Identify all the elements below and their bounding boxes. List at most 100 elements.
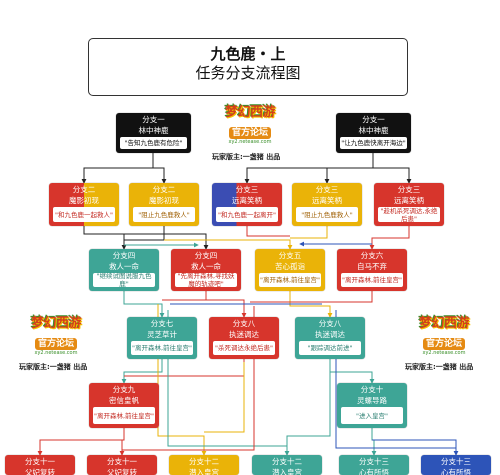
branch-label: 分支三 — [235, 185, 259, 194]
branch-name: 潜入皇宫 — [272, 468, 302, 475]
branch-node: 分支二 魔影初现 "和九色鹿一起救人" — [49, 183, 119, 226]
credit-text: 玩家版主:一盏猪 出品 — [212, 153, 281, 161]
branch-name: 心有所悟 — [359, 468, 389, 475]
branch-name: 远离笑柄 — [232, 196, 262, 205]
diagram-title: 九色鹿・上 — [210, 45, 286, 63]
branch-node: 分支十一 父妃复转 — [87, 455, 157, 475]
branch-choice: "趁机杀死调达,永绝后患" — [378, 207, 440, 223]
branch-label: 分支三 — [315, 185, 339, 194]
branch-node: 分支一 林中神鹿 "让九色鹿快离开海边" — [336, 113, 411, 153]
logo-sub-text: 官方论坛 — [228, 127, 271, 139]
branch-node: 分支九 密信皇帆 "离开森林,前往皇宫" — [89, 383, 159, 428]
diagram-subtitle: 任务分支流程图 — [195, 64, 301, 82]
branch-label: 分支十 — [360, 385, 384, 394]
branch-label: 分支十三 — [359, 457, 389, 466]
branch-name: 潜入皇宫 — [189, 468, 219, 475]
branch-node: 分支五 苦心孤诣 "离开森林,前往皇宫" — [255, 249, 325, 291]
branch-label: 分支二 — [72, 185, 96, 194]
branch-name: 父妃复转 — [25, 468, 55, 475]
branch-choice: "阻止九色鹿救人" — [296, 207, 358, 222]
branch-choice: "先离开森林,寻找妖魔的轨迹吧" — [175, 272, 237, 288]
branch-node: 分支十 灵螺导路 "进入皇宫" — [337, 383, 407, 428]
branch-label: 分支八 — [232, 319, 256, 328]
branch-name: 远离笑柄 — [312, 196, 342, 205]
logo-sub-text: 官方论坛 — [34, 338, 77, 350]
credit-text: 玩家版主:一盏猪 出品 — [19, 363, 88, 371]
branch-name: 远离笑柄 — [394, 196, 424, 205]
branch-name: 灵螺导路 — [357, 396, 387, 405]
branch-node: 分支一 林中神鹿 "告知九色鹿有危险" — [116, 113, 191, 153]
branch-name: 苦心孤诣 — [275, 262, 305, 271]
logo-url-text: xy2.netease.com — [228, 139, 272, 145]
branch-name: 父妃复转 — [107, 468, 137, 475]
forum-logo: 梦幻西游 官方论坛 xy2.netease.com — [402, 316, 486, 366]
branch-choice: "杀死调达永绝后患" — [213, 341, 275, 355]
branch-node: 分支十三 心有所悟 — [339, 455, 409, 475]
branch-name: 林中神鹿 — [358, 126, 389, 135]
branch-choice: "和九色鹿一起离开" — [216, 207, 278, 222]
branch-choice: "继续试图说服九色鹿" — [93, 272, 155, 288]
branch-node: 分支二 魔影初现 "阻止九色鹿救人" — [129, 183, 199, 226]
branch-choice: "阻止九色鹿救人" — [133, 207, 195, 222]
branch-choice: "和九色鹿一起救人" — [53, 207, 115, 222]
branch-choice: "离开森林,前往皇宫" — [341, 273, 403, 287]
branch-node: 分支四 救人一命 "先离开森林,寻找妖魔的轨迹吧" — [171, 249, 241, 291]
branch-choice: "让九色鹿快离开海边" — [340, 137, 407, 149]
branch-name: 救人一命 — [191, 262, 221, 271]
branch-label: 分支十二 — [272, 457, 302, 466]
credit-text: 玩家版主:一盏猪 出品 — [405, 363, 474, 371]
branch-node: 分支八 执迷调达 "跟踪调达前进" — [295, 317, 365, 359]
branch-name: 心有所悟 — [441, 468, 471, 475]
branch-node: 分支十二 潜入皇宫 — [169, 455, 239, 475]
branch-name: 救人一命 — [109, 262, 139, 271]
logo-brand-text: 梦幻西游 — [30, 316, 82, 331]
diagram-title-box: 九色鹿・上 任务分支流程图 — [88, 38, 408, 96]
logo-url-text: xy2.netease.com — [422, 350, 466, 356]
branch-node: 分支三 远离笑柄 "阻止九色鹿救人" — [292, 183, 362, 226]
forum-logo: 梦幻西游 官方论坛 xy2.netease.com — [14, 316, 98, 366]
branch-name: 魔影初现 — [69, 196, 99, 205]
branch-label: 分支一 — [362, 115, 385, 124]
branch-label: 分支三 — [397, 185, 421, 194]
branch-label: 分支六 — [360, 251, 384, 260]
branch-name: 自马不弃 — [357, 262, 387, 271]
branch-choice: "离开森林,前往皇宫" — [131, 341, 193, 355]
branch-node: 分支三 远离笑柄 "和九色鹿一起离开" — [212, 183, 282, 226]
branch-name: 执迷调达 — [229, 330, 259, 339]
logo-brand-text: 梦幻西游 — [418, 316, 470, 331]
branch-name: 密信皇帆 — [109, 396, 139, 405]
branch-label: 分支四 — [112, 251, 136, 260]
branch-label: 分支八 — [318, 319, 342, 328]
branch-node: 分支三 远离笑柄 "趁机杀死调达,永绝后患" — [374, 183, 444, 226]
branch-label: 分支十一 — [25, 457, 55, 466]
forum-logo: 梦幻西游 官方论坛 xy2.netease.com — [208, 105, 292, 155]
branch-choice: "离开森林,前往皇宫" — [93, 407, 155, 424]
branch-label: 分支七 — [150, 319, 174, 328]
branch-choice: "跟踪调达前进" — [299, 341, 361, 355]
branch-label: 分支十三 — [441, 457, 471, 466]
branch-label: 分支四 — [194, 251, 218, 260]
branch-label: 分支一 — [142, 115, 165, 124]
logo-url-text: xy2.netease.com — [34, 350, 78, 356]
branch-name: 灵芝草计 — [147, 330, 177, 339]
branch-label: 分支二 — [152, 185, 176, 194]
branch-node: 分支十三 心有所悟 — [421, 455, 491, 475]
branch-node: 分支十二 潜入皇宫 — [252, 455, 322, 475]
branch-node: 分支六 自马不弃 "离开森林,前往皇宫" — [337, 249, 407, 291]
branch-node: 分支十一 父妃复转 — [5, 455, 75, 475]
logo-brand-text: 梦幻西游 — [224, 105, 276, 120]
branch-label: 分支九 — [112, 385, 136, 394]
branch-label: 分支十二 — [189, 457, 219, 466]
branch-choice: "离开森林,前往皇宫" — [259, 273, 321, 287]
branch-name: 林中神鹿 — [138, 126, 169, 135]
branch-node: 分支七 灵芝草计 "离开森林,前往皇宫" — [127, 317, 197, 359]
branch-choice: "进入皇宫" — [341, 407, 403, 424]
branch-choice: "告知九色鹿有危险" — [120, 137, 187, 149]
branch-label: 分支十一 — [107, 457, 137, 466]
branch-node: 分支八 执迷调达 "杀死调达永绝后患" — [209, 317, 279, 359]
branch-name: 魔影初现 — [149, 196, 179, 205]
logo-sub-text: 官方论坛 — [422, 338, 465, 350]
branch-node: 分支四 救人一命 "继续试图说服九色鹿" — [89, 249, 159, 291]
branch-label: 分支五 — [278, 251, 302, 260]
